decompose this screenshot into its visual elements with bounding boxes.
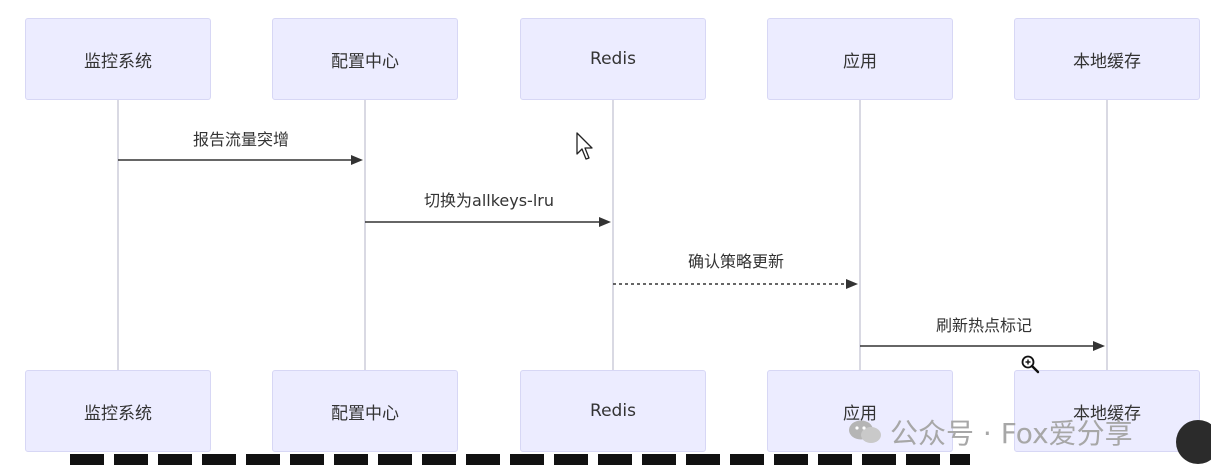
message-label: 确认策略更新 [687, 252, 785, 271]
message-arrow [860, 341, 1105, 351]
message-arrow [365, 217, 611, 227]
participant-bottom-local-cache: 本地缓存 [1014, 370, 1200, 452]
participant-top-config: 配置中心 [272, 18, 458, 100]
mouse-cursor-icon [576, 132, 593, 160]
wechat-icon [849, 420, 881, 443]
image-tool-button[interactable] [1176, 420, 1211, 464]
participant-label: 监控系统 [84, 51, 152, 72]
participant-bottom-redis: Redis [520, 370, 706, 452]
participant-bottom-config: 配置中心 [272, 370, 458, 452]
participant-top-app: 应用 [767, 18, 953, 100]
participant-label: 监控系统 [84, 403, 152, 424]
watermark-text: 公众号 · Fox爱分享 [890, 417, 1133, 450]
message-arrow [613, 279, 858, 289]
participant-label: Redis [590, 401, 636, 421]
message-arrow [118, 155, 363, 165]
participant-top-monitor: 监控系统 [25, 18, 211, 100]
participant-label: 应用 [843, 403, 877, 424]
participant-top-local-cache: 本地缓存 [1014, 18, 1200, 100]
message-label: 报告流量突增 [192, 130, 290, 149]
participant-label: 配置中心 [331, 403, 399, 424]
zoom-in-icon [1021, 355, 1040, 374]
participant-label: 应用 [843, 51, 877, 72]
message-label: 切换为allkeys-lru [424, 191, 554, 210]
participant-label: 本地缓存 [1073, 403, 1141, 424]
participant-label: 本地缓存 [1073, 51, 1141, 72]
watermark: 公众号 · Fox爱分享 [848, 412, 1133, 452]
participant-label: 配置中心 [331, 51, 399, 72]
participant-label: Redis [590, 49, 636, 69]
participant-bottom-monitor: 监控系统 [25, 370, 211, 452]
participant-top-redis: Redis [520, 18, 706, 100]
message-label: 刷新热点标记 [935, 316, 1033, 335]
caption-strip [0, 452, 1211, 465]
